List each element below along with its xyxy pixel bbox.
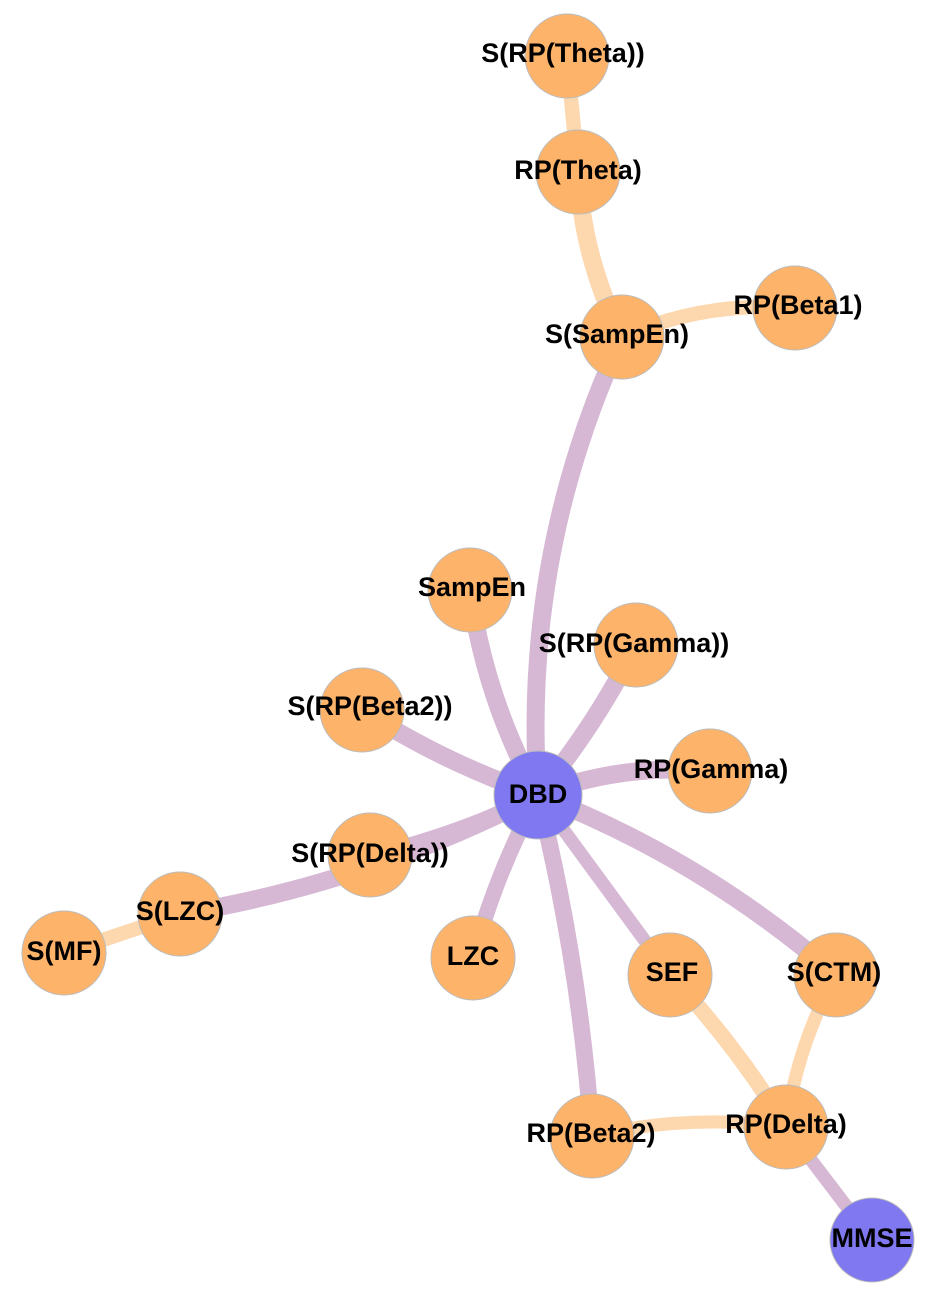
- node-label: MMSE: [832, 1223, 913, 1253]
- node-dbd: DBD: [493, 750, 583, 840]
- node-circle: [427, 547, 513, 633]
- node-circle: [524, 13, 610, 99]
- node-mmse: MMSE: [829, 1197, 915, 1283]
- node-circle: [493, 750, 583, 840]
- node-label: S(SampEn): [545, 319, 689, 349]
- node-label: S(RP(Theta)): [481, 38, 645, 68]
- node-circle: [793, 932, 879, 1018]
- node-label: SEF: [646, 957, 699, 987]
- node-label: SampEn: [418, 572, 526, 602]
- node-circle: [137, 871, 223, 957]
- node-label: S(RP(Delta)): [291, 838, 449, 868]
- node-circle: [319, 667, 405, 753]
- node-circle: [21, 910, 107, 996]
- node-label: RP(Gamma): [634, 754, 789, 784]
- node-srpgamma: S(RP(Gamma)): [539, 602, 730, 688]
- node-srpbeta2: S(RP(Beta2)): [287, 667, 453, 753]
- node-label: S(RP(Beta2)): [287, 691, 452, 721]
- node-sampen: SampEn: [418, 547, 526, 633]
- node-circle: [743, 1084, 829, 1170]
- node-circle: [579, 294, 665, 380]
- edge-sctm-dbd: [529, 786, 845, 984]
- node-sef: SEF: [627, 932, 713, 1018]
- node-label: S(MF): [27, 936, 102, 966]
- node-srpdelta: S(RP(Delta)): [291, 812, 449, 898]
- node-rptheta: RP(Theta): [514, 129, 642, 215]
- node-ssampen: S(SampEn): [545, 294, 689, 380]
- node-rpbeta2: RP(Beta2): [526, 1093, 656, 1179]
- node-smf: S(MF): [21, 910, 107, 996]
- node-label: RP(Delta): [725, 1109, 847, 1139]
- node-circle: [829, 1197, 915, 1283]
- edge-ssampen-dbd: [526, 328, 631, 804]
- node-label: S(LZC): [136, 896, 224, 926]
- node-lzc: LZC: [430, 915, 516, 1001]
- node-circle: [535, 129, 621, 215]
- node-srptheta: S(RP(Theta)): [481, 13, 645, 99]
- node-rpbeta1: RP(Beta1): [733, 265, 863, 351]
- node-label: S(CTM): [787, 957, 881, 987]
- node-circle: [430, 915, 516, 1001]
- node-circle: [627, 932, 713, 1018]
- node-label: RP(Beta1): [733, 290, 862, 320]
- node-label: LZC: [447, 941, 499, 971]
- node-label: S(RP(Gamma)): [539, 628, 730, 658]
- node-slzc: S(LZC): [136, 871, 224, 957]
- nodes-layer: S(RP(Theta)) RP(Theta) S(SampEn) RP(Beta1) S…: [21, 13, 915, 1283]
- node-rpdelta: RP(Delta): [725, 1084, 847, 1170]
- node-circle: [752, 265, 838, 351]
- node-rpgamma: RP(Gamma): [634, 728, 789, 814]
- node-label: DBD: [509, 779, 568, 809]
- node-circle: [327, 812, 413, 898]
- node-sctm: S(CTM): [787, 932, 881, 1018]
- node-circle: [667, 728, 753, 814]
- edges-layer: [56, 48, 879, 1247]
- node-label: RP(Theta): [514, 155, 642, 185]
- edge-rpbeta2-dbd: [529, 786, 601, 1145]
- node-label: RP(Beta2): [526, 1118, 655, 1148]
- node-circle: [593, 602, 679, 688]
- node-circle: [549, 1093, 635, 1179]
